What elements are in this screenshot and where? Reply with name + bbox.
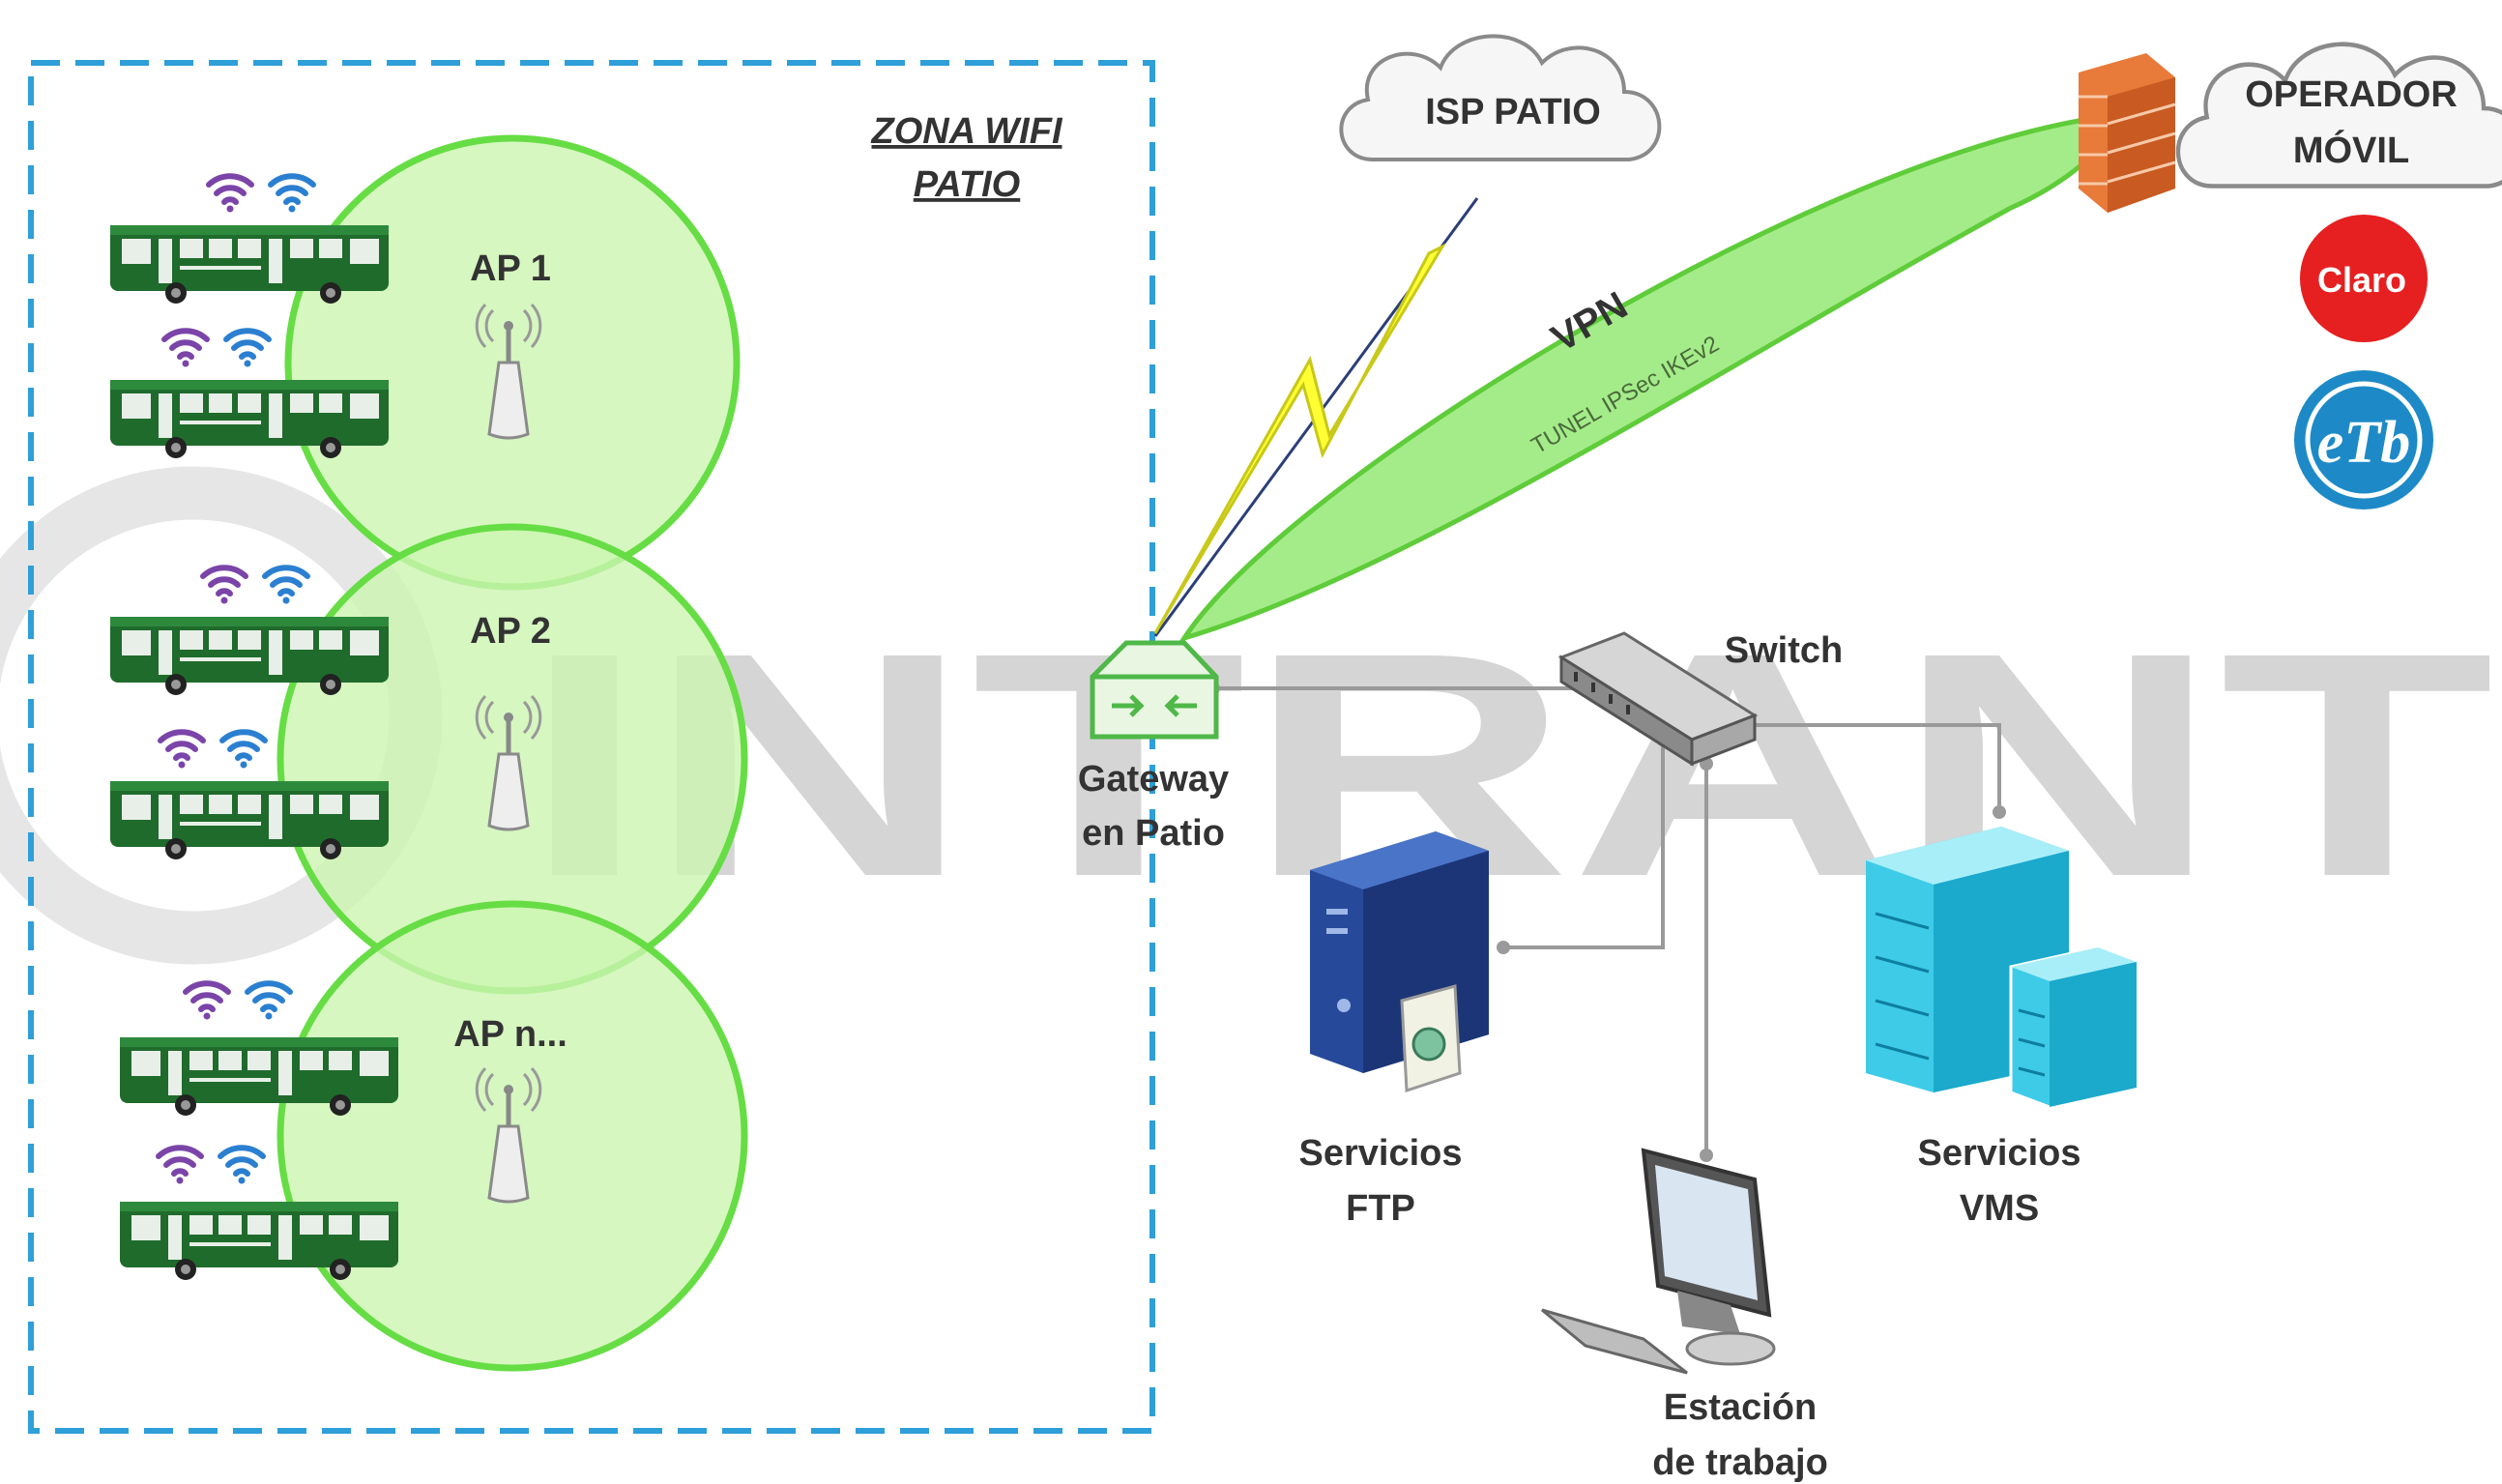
wifi-icon [226, 331, 269, 366]
operator-label-line2: MÓVIL [2293, 129, 2409, 171]
switch-label: Switch [1725, 630, 1843, 671]
ftp-label-line1: Servicios [1299, 1133, 1463, 1174]
isp-cloud-label: ISP PATIO [1425, 92, 1601, 132]
gateway-label-line1: Gateway [1078, 759, 1229, 800]
vms-label-line1: Servicios [1918, 1133, 2081, 1174]
wifi-icon [159, 1148, 201, 1183]
wifi-icon [186, 983, 228, 1019]
wifi-icon [247, 983, 290, 1019]
wifi-icon [220, 1148, 263, 1183]
ftp-server-icon [1310, 831, 1489, 1093]
firewall-icon [2079, 53, 2176, 213]
claro-logo-text: Claro [2317, 260, 2406, 300]
vms-label-line2: VMS [1960, 1188, 2039, 1229]
operator-label-line1: OPERADOR [2245, 74, 2458, 115]
wifi-icon [160, 732, 203, 768]
gateway-icon [1090, 640, 1219, 740]
workstation-label-line1: Estación [1664, 1387, 1817, 1428]
etb-logo: eTb [2294, 370, 2433, 509]
workstation-icon [1541, 1148, 1776, 1375]
wifi-icon [265, 567, 307, 603]
wifi-icon [271, 176, 313, 212]
intrant-watermark: INTRANT [0, 466, 2494, 965]
lightning-icon [1153, 243, 1446, 634]
ftp-label-line2: FTP [1346, 1188, 1415, 1229]
workstation-label-line2: de trabajo [1652, 1442, 1828, 1483]
apn-label: AP n... [453, 1014, 567, 1055]
vms-server-icon [1866, 827, 2138, 1109]
claro-logo: Claro [2300, 215, 2428, 342]
wifi-icon [209, 176, 251, 212]
etb-logo-text: eTb [2317, 410, 2410, 476]
gateway-label-line2: en Patio [1082, 813, 1225, 854]
network-links [1213, 686, 2001, 1155]
wifi-icon [203, 567, 246, 603]
ap1-label: AP 1 [470, 248, 551, 289]
ap2-label: AP 2 [470, 611, 551, 652]
wifi-icon [164, 331, 207, 366]
vpn-tunnel: VPN TUNEL IPSec IKEv2 [1178, 117, 2109, 643]
zone-title-line2: PATIO [914, 164, 1020, 205]
wifi-icon [222, 732, 265, 768]
wifi-zone-border [28, 60, 1155, 1434]
watermark-text: INTRANT [522, 586, 2494, 943]
switch-icon [1557, 631, 1759, 767]
zone-title-line1: ZONA WIFI [871, 111, 1063, 152]
